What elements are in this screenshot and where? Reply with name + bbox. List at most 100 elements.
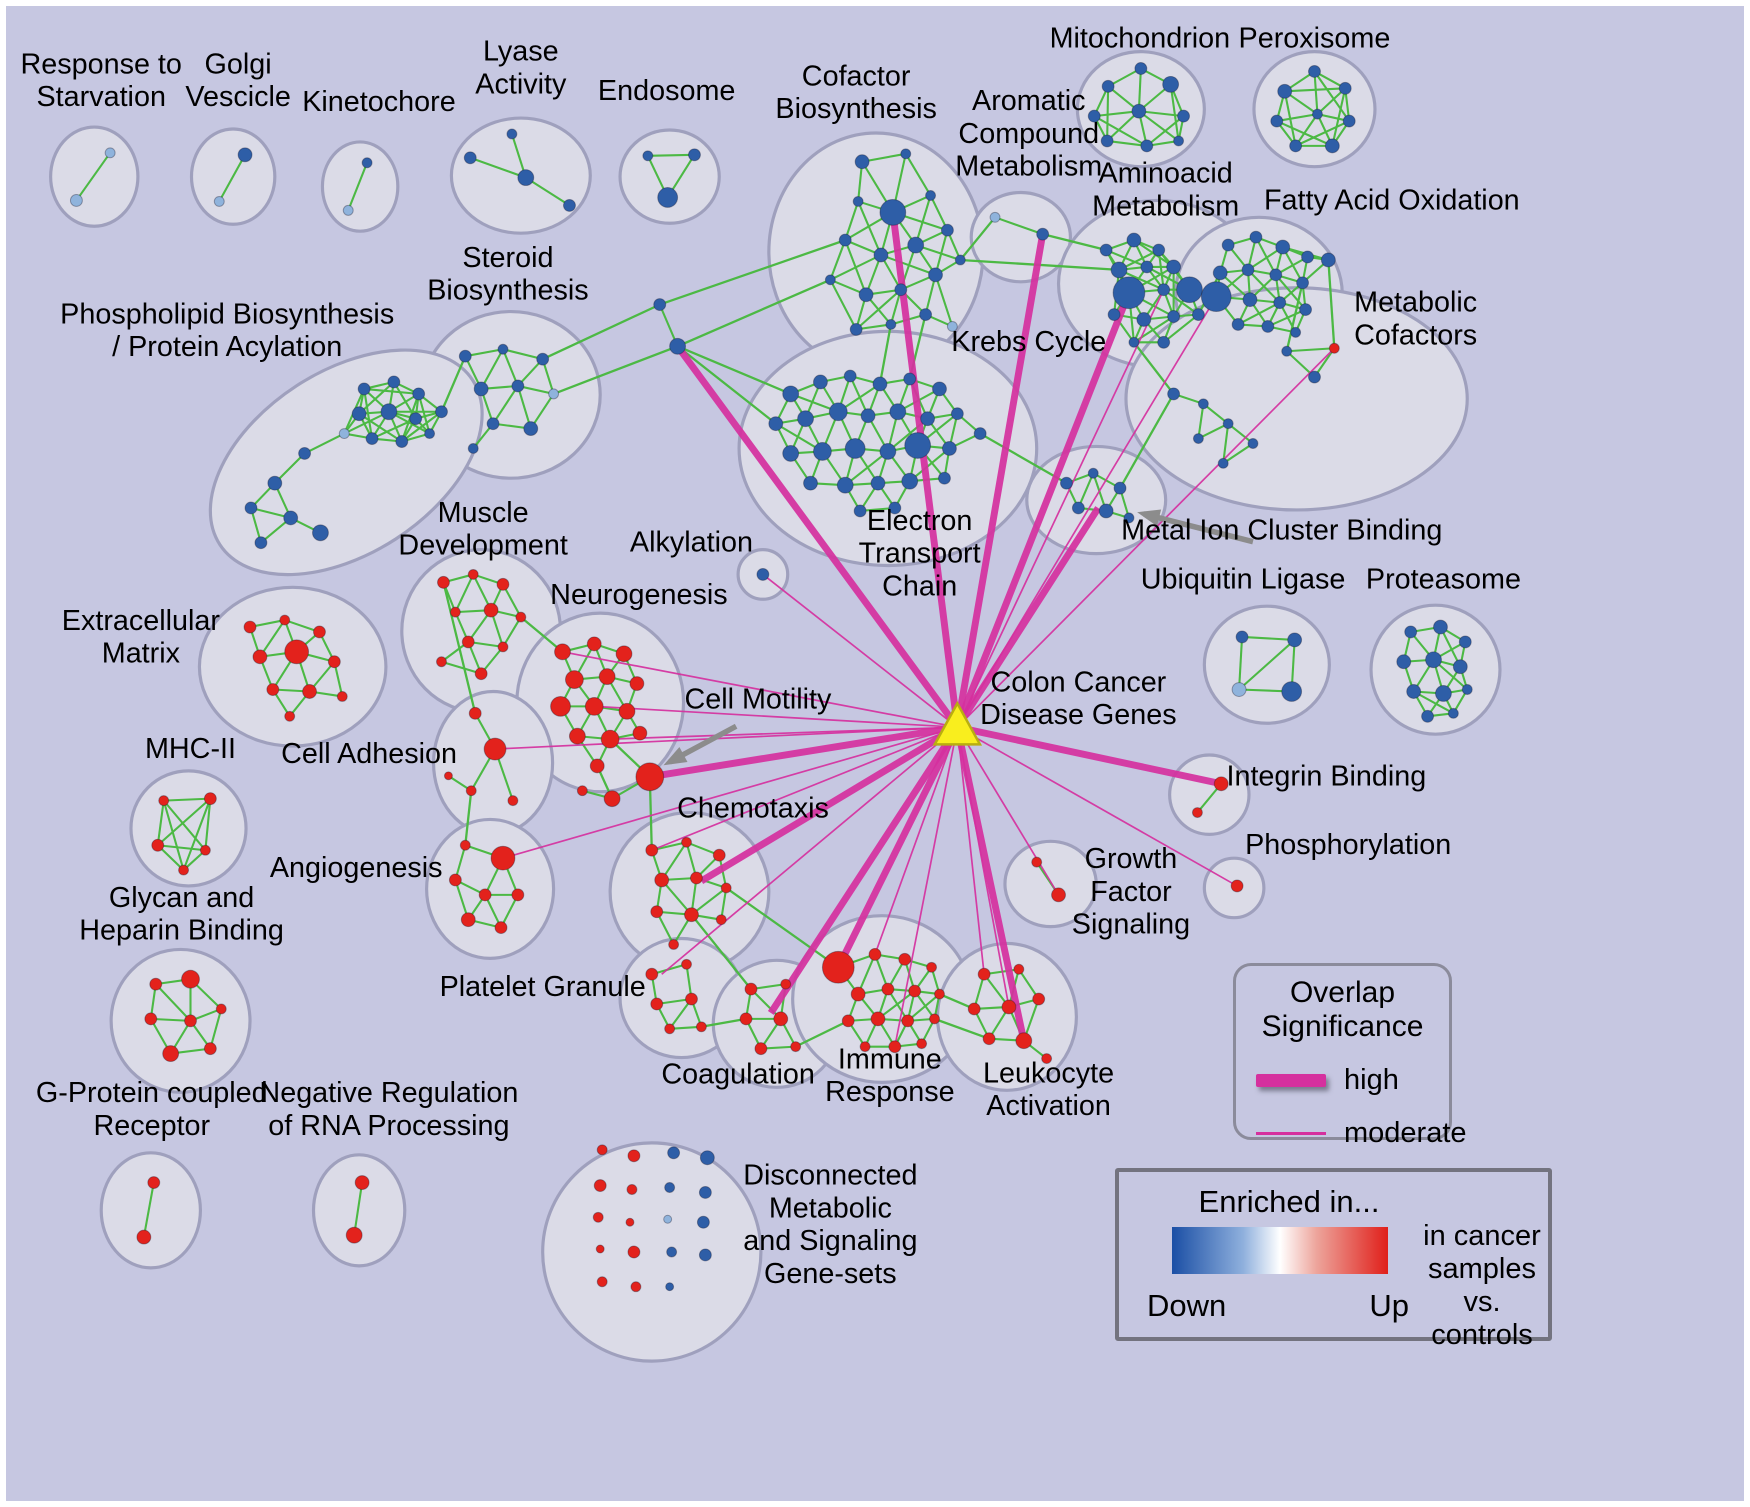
gene-set-node xyxy=(881,982,895,996)
overlap-edge-moderate xyxy=(956,726,1060,896)
gene-set-node xyxy=(838,233,852,247)
gene-set-node xyxy=(901,1014,915,1028)
gene-set-node xyxy=(937,471,951,485)
cluster-label-alkylation: Alkylation xyxy=(630,527,753,559)
gene-set-node xyxy=(497,641,509,653)
gene-set-edge xyxy=(1222,423,1230,464)
gene-set-node xyxy=(474,667,488,681)
gene-set-edge xyxy=(655,911,675,945)
gene-set-node xyxy=(213,195,225,207)
overlap-edge-moderate xyxy=(874,726,959,955)
cluster-label-golgi-vescicle: Golgi xyxy=(205,48,272,80)
gene-set-edge xyxy=(502,348,543,361)
gene-set-edge xyxy=(1295,120,1350,147)
gene-set-edge xyxy=(907,993,941,1022)
gene-set-node xyxy=(1247,438,1259,449)
gene-set-node xyxy=(1140,139,1154,153)
gene-set-node xyxy=(1013,963,1025,975)
gene-set-node xyxy=(443,771,453,781)
cluster-label-growth-factor-signaling: Factor xyxy=(1090,876,1172,908)
gene-set-node xyxy=(925,190,937,201)
gradient-side-note-line3: vs. controls xyxy=(1431,1286,1533,1351)
cluster-label-coagulation: Coagulation xyxy=(661,1058,814,1090)
gene-set-node xyxy=(768,416,784,432)
overlap-edge-high xyxy=(953,233,1047,728)
gene-set-node xyxy=(879,442,897,460)
gene-set-node xyxy=(821,950,855,984)
cluster-label-peroxisome: Peroxisome xyxy=(1239,23,1391,55)
gene-set-edge xyxy=(156,800,165,846)
overlap-edge-high xyxy=(699,724,960,884)
gene-set-node xyxy=(665,1282,675,1292)
pointer-arrow-head xyxy=(663,746,688,766)
gene-set-edge xyxy=(934,274,954,327)
gene-set-node xyxy=(436,656,447,668)
gene-set-node xyxy=(151,838,165,852)
gene-set-node xyxy=(312,524,329,542)
cluster-label-steroid-biosynthesis: Biosynthesis xyxy=(427,275,588,307)
gene-set-node xyxy=(1235,630,1249,644)
gene-set-node xyxy=(1015,1032,1033,1050)
gene-set-node xyxy=(298,446,312,460)
gene-set-edge xyxy=(1222,442,1254,465)
cluster-ellipse-peroxisome xyxy=(1252,50,1377,169)
pointer-arrow-head xyxy=(1137,509,1162,527)
gene-set-node xyxy=(327,655,341,669)
gene-set-node xyxy=(888,501,902,515)
gene-set-edge xyxy=(401,410,443,443)
gene-set-node xyxy=(494,921,508,935)
gene-set-node xyxy=(1273,296,1287,310)
gene-set-node xyxy=(1110,261,1128,279)
gene-set-node xyxy=(279,614,291,626)
gene-set-node xyxy=(920,411,936,427)
gene-set-edge xyxy=(1105,249,1148,268)
gene-set-edge xyxy=(1294,113,1319,147)
overlap-edge-moderate xyxy=(495,726,958,750)
gene-set-node xyxy=(858,287,874,303)
gene-set-edge xyxy=(1276,113,1318,123)
gene-set-edge xyxy=(829,239,847,281)
gene-set-edge xyxy=(1238,639,1296,691)
gene-set-overlap-link xyxy=(939,993,975,1010)
gene-set-edge xyxy=(1313,71,1319,115)
gene-set-node xyxy=(1404,625,1418,639)
gene-set-node xyxy=(868,947,882,961)
gene-set-node xyxy=(1191,308,1205,321)
gene-set-node xyxy=(596,1276,608,1288)
gene-set-node xyxy=(1287,632,1303,648)
gene-set-node xyxy=(1031,856,1043,868)
gene-set-node xyxy=(1301,250,1314,264)
gene-set-edge xyxy=(1197,403,1205,439)
gene-set-overlap-link xyxy=(979,432,1068,485)
gene-set-edge xyxy=(855,288,902,331)
gene-set-node xyxy=(754,1042,768,1056)
gene-set-node xyxy=(69,193,83,207)
cluster-label-krebs-cycle: Krebs Cycle xyxy=(951,326,1106,358)
gene-set-node xyxy=(1213,776,1229,792)
gene-set-node xyxy=(685,992,698,1006)
gene-set-node xyxy=(497,343,509,355)
gene-set-node xyxy=(243,620,257,634)
gene-set-node xyxy=(357,382,371,396)
gene-set-node xyxy=(1197,398,1209,410)
gene-set-node xyxy=(550,695,571,717)
gene-set-edge xyxy=(1202,402,1229,425)
gene-set-node xyxy=(1458,635,1472,649)
gene-set-node xyxy=(790,1041,802,1053)
gene-set-node xyxy=(797,410,814,428)
cluster-label-immune-response: Immune xyxy=(838,1043,942,1075)
gene-set-node xyxy=(1231,682,1247,697)
gene-set-edge xyxy=(929,195,949,231)
gene-set-edge xyxy=(142,1182,155,1238)
cluster-label-electron-transport-chain: Chain xyxy=(882,570,957,602)
gene-set-edge xyxy=(1118,268,1165,291)
gene-set-edge xyxy=(685,842,698,879)
overlap-edge-moderate xyxy=(651,726,958,852)
cluster-label-lyase-activity: Activity xyxy=(475,68,567,100)
gene-set-node xyxy=(568,727,586,745)
gene-set-edge xyxy=(865,254,882,296)
gene-set-edge xyxy=(454,844,467,881)
gene-set-edge xyxy=(465,348,504,358)
gene-set-overlap-link xyxy=(542,303,661,361)
